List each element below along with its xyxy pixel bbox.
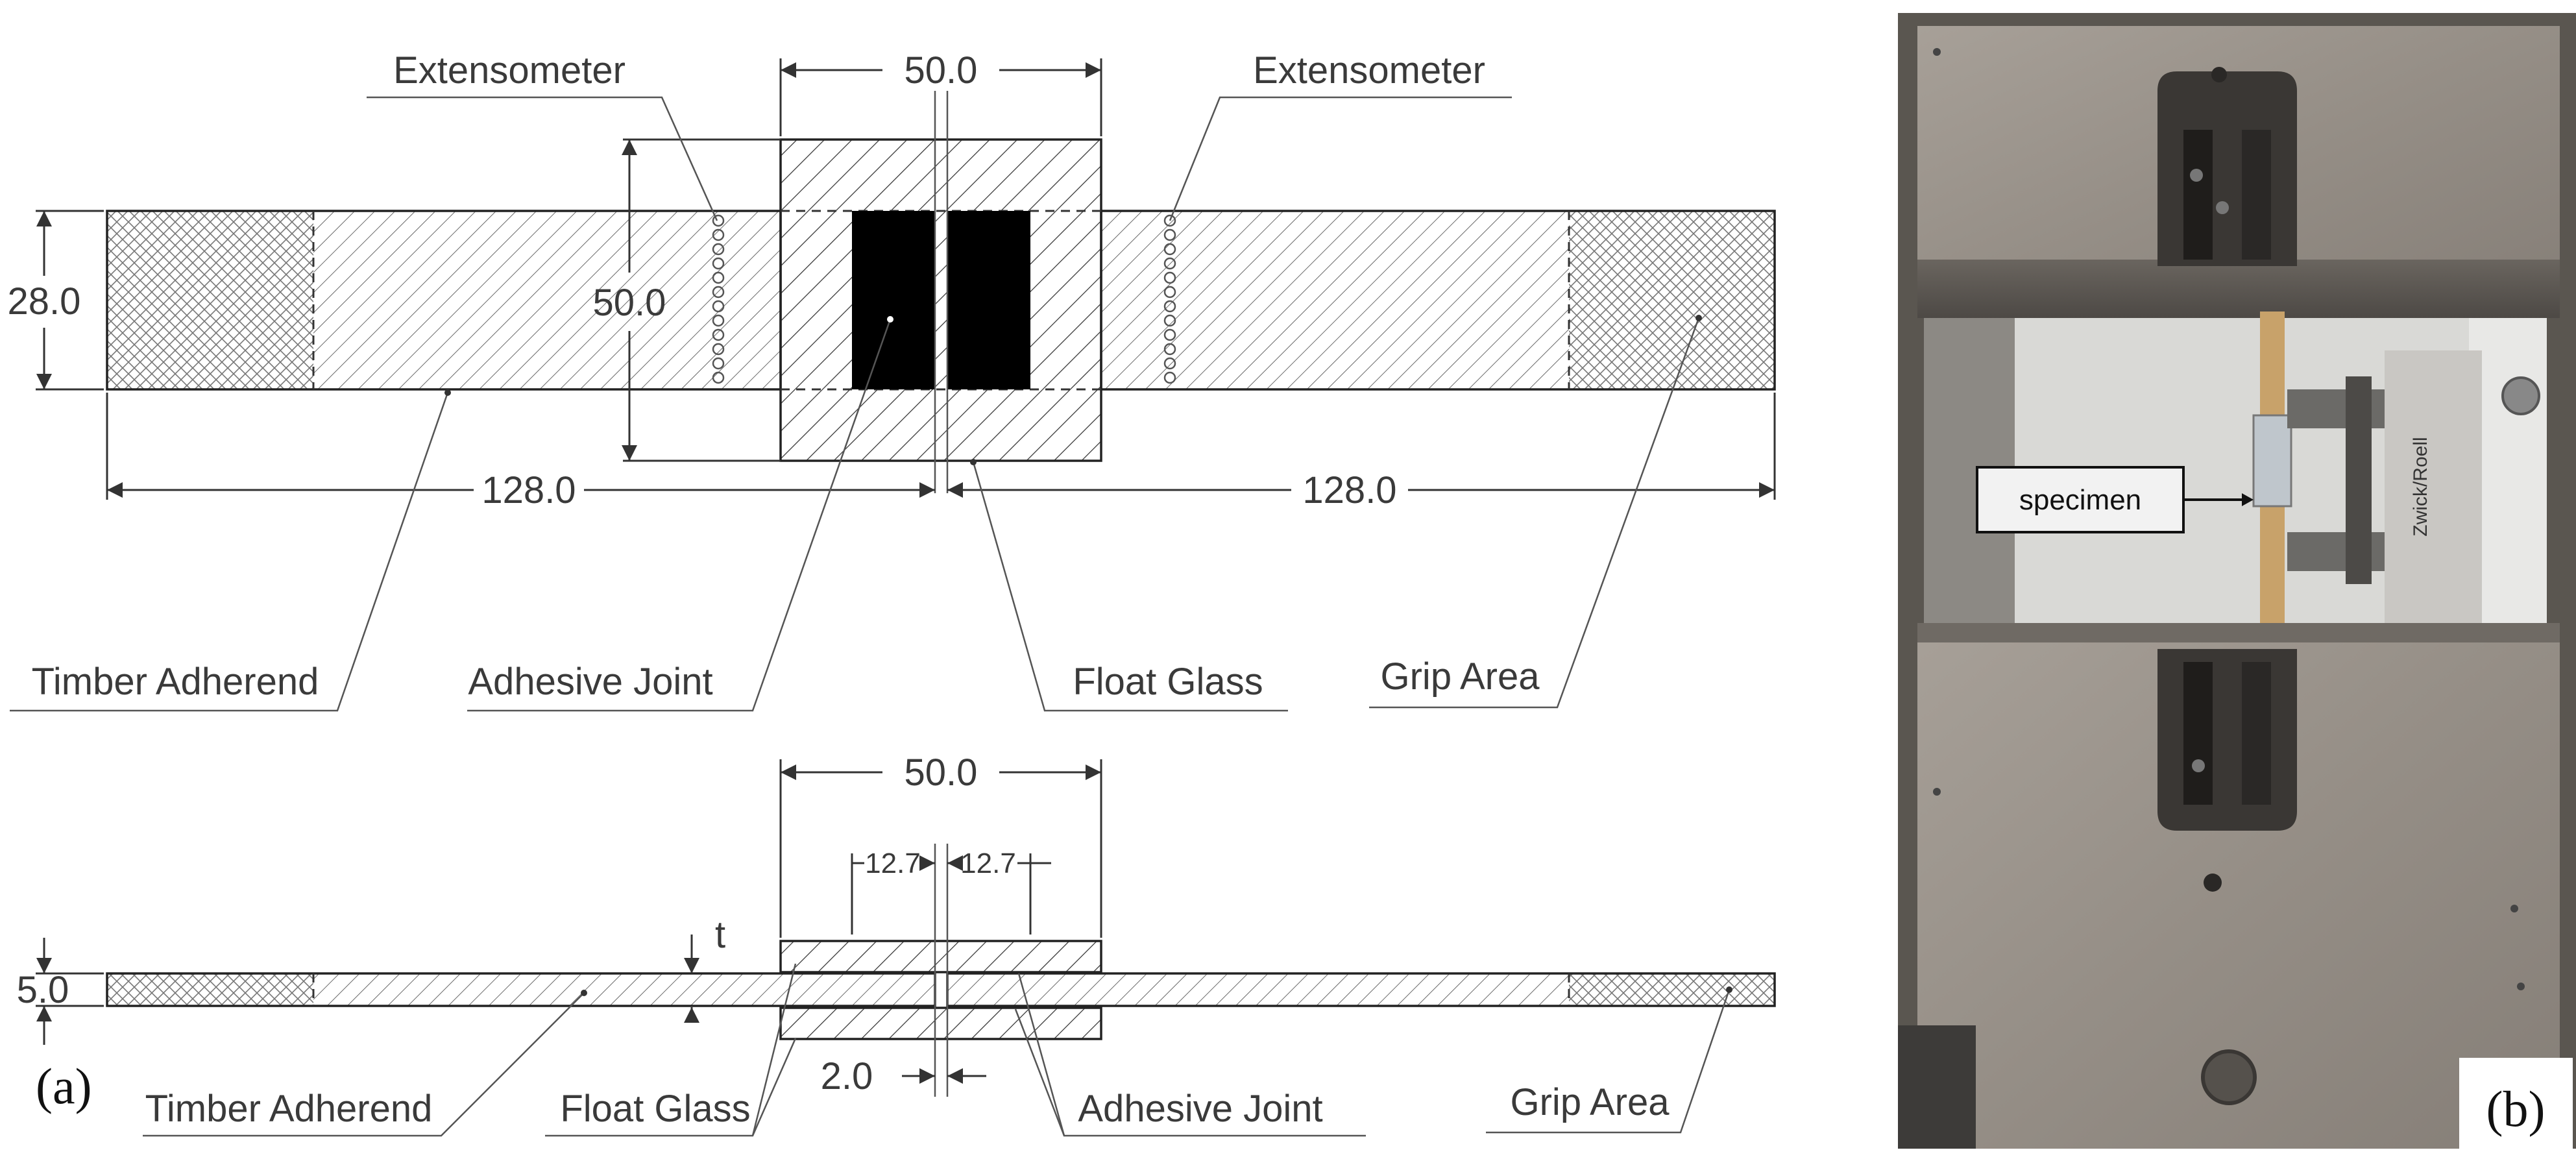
lower-crosshead <box>1917 623 2560 1149</box>
label-extensometer-right: Extensometer <box>1253 49 1485 92</box>
side-dim-overlap-right: 12.7 <box>960 848 1016 879</box>
side-dim-overlap-left: 12.7 <box>865 848 921 879</box>
panel-label-b: (b) <box>2486 1081 2546 1137</box>
label-adhesive-joint: Adhesive Joint <box>468 661 712 703</box>
side-dim-adhesive-thickness: t <box>715 914 725 956</box>
panel-label-a: (a) <box>36 1058 92 1114</box>
side-label-adhesive-joint: Adhesive Joint <box>1078 1088 1322 1130</box>
top-view: 50.0 50.0 28.0 128.0 128.0 Extensometer … <box>8 49 1776 712</box>
label-float-glass: Float Glass <box>1073 661 1263 703</box>
side-grip-left <box>107 973 313 1006</box>
timber-adherend-left <box>313 211 781 389</box>
extensometer-upper <box>2287 389 2398 428</box>
side-dim-gap: 2.0 <box>821 1055 873 1097</box>
grip-area-left <box>107 211 313 389</box>
extensometer-points-right <box>1163 214 1176 384</box>
adhesive-joint-left <box>852 211 935 389</box>
extensometer-points-left <box>712 214 725 384</box>
label-timber-adherend: Timber Adherend <box>32 661 319 703</box>
side-glass-top <box>779 940 1102 973</box>
dim-left-length: 128.0 <box>481 469 576 511</box>
dim-glass-width: 50.0 <box>905 49 978 92</box>
grip-area-right <box>1569 211 1775 389</box>
side-dim-thickness: 5.0 <box>17 969 69 1011</box>
panel-label-b-box <box>2459 1058 2573 1149</box>
side-label-float-glass: Float Glass <box>560 1088 750 1130</box>
extensometer-lower <box>2287 532 2398 571</box>
label-grip-area: Grip Area <box>1381 655 1540 698</box>
test-setup-photo: Zwick/Roell specimen (b) <box>1898 13 2576 1149</box>
lower-grip-slot <box>2157 649 2297 831</box>
side-view: 50.0 12.7 12.7 t 5.0 2.0 (a) Timber Adhe… <box>17 752 1776 1137</box>
adhesive-joint-right <box>947 211 1030 389</box>
side-glass-bottom <box>779 1007 1102 1040</box>
dim-glass-height: 50.0 <box>593 282 666 324</box>
side-label-timber-adherend: Timber Adherend <box>145 1088 433 1130</box>
side-label-grip-area: Grip Area <box>1511 1081 1670 1123</box>
float-glass-square <box>779 138 1102 462</box>
specimen-callout-label: specimen <box>2019 484 2141 516</box>
label-extensometer-left: Extensometer <box>393 49 626 92</box>
upper-grip-slot <box>2157 71 2297 266</box>
specimen-technical-drawing: 50.0 50.0 28.0 128.0 128.0 Extensometer … <box>8 49 1776 1137</box>
timber-adherend-right <box>1101 211 1569 389</box>
side-dim-glass-width: 50.0 <box>905 752 978 794</box>
brand-label: Zwick/Roell <box>2410 437 2431 536</box>
specimen-callout-box <box>1976 466 2185 533</box>
side-timber-right <box>947 973 1569 1006</box>
dim-adherend-width: 28.0 <box>8 280 81 323</box>
dim-right-length: 128.0 <box>1302 469 1396 511</box>
side-timber-left <box>313 973 935 1006</box>
specimen-glass <box>2252 414 2292 507</box>
side-grip-right <box>1569 973 1775 1006</box>
